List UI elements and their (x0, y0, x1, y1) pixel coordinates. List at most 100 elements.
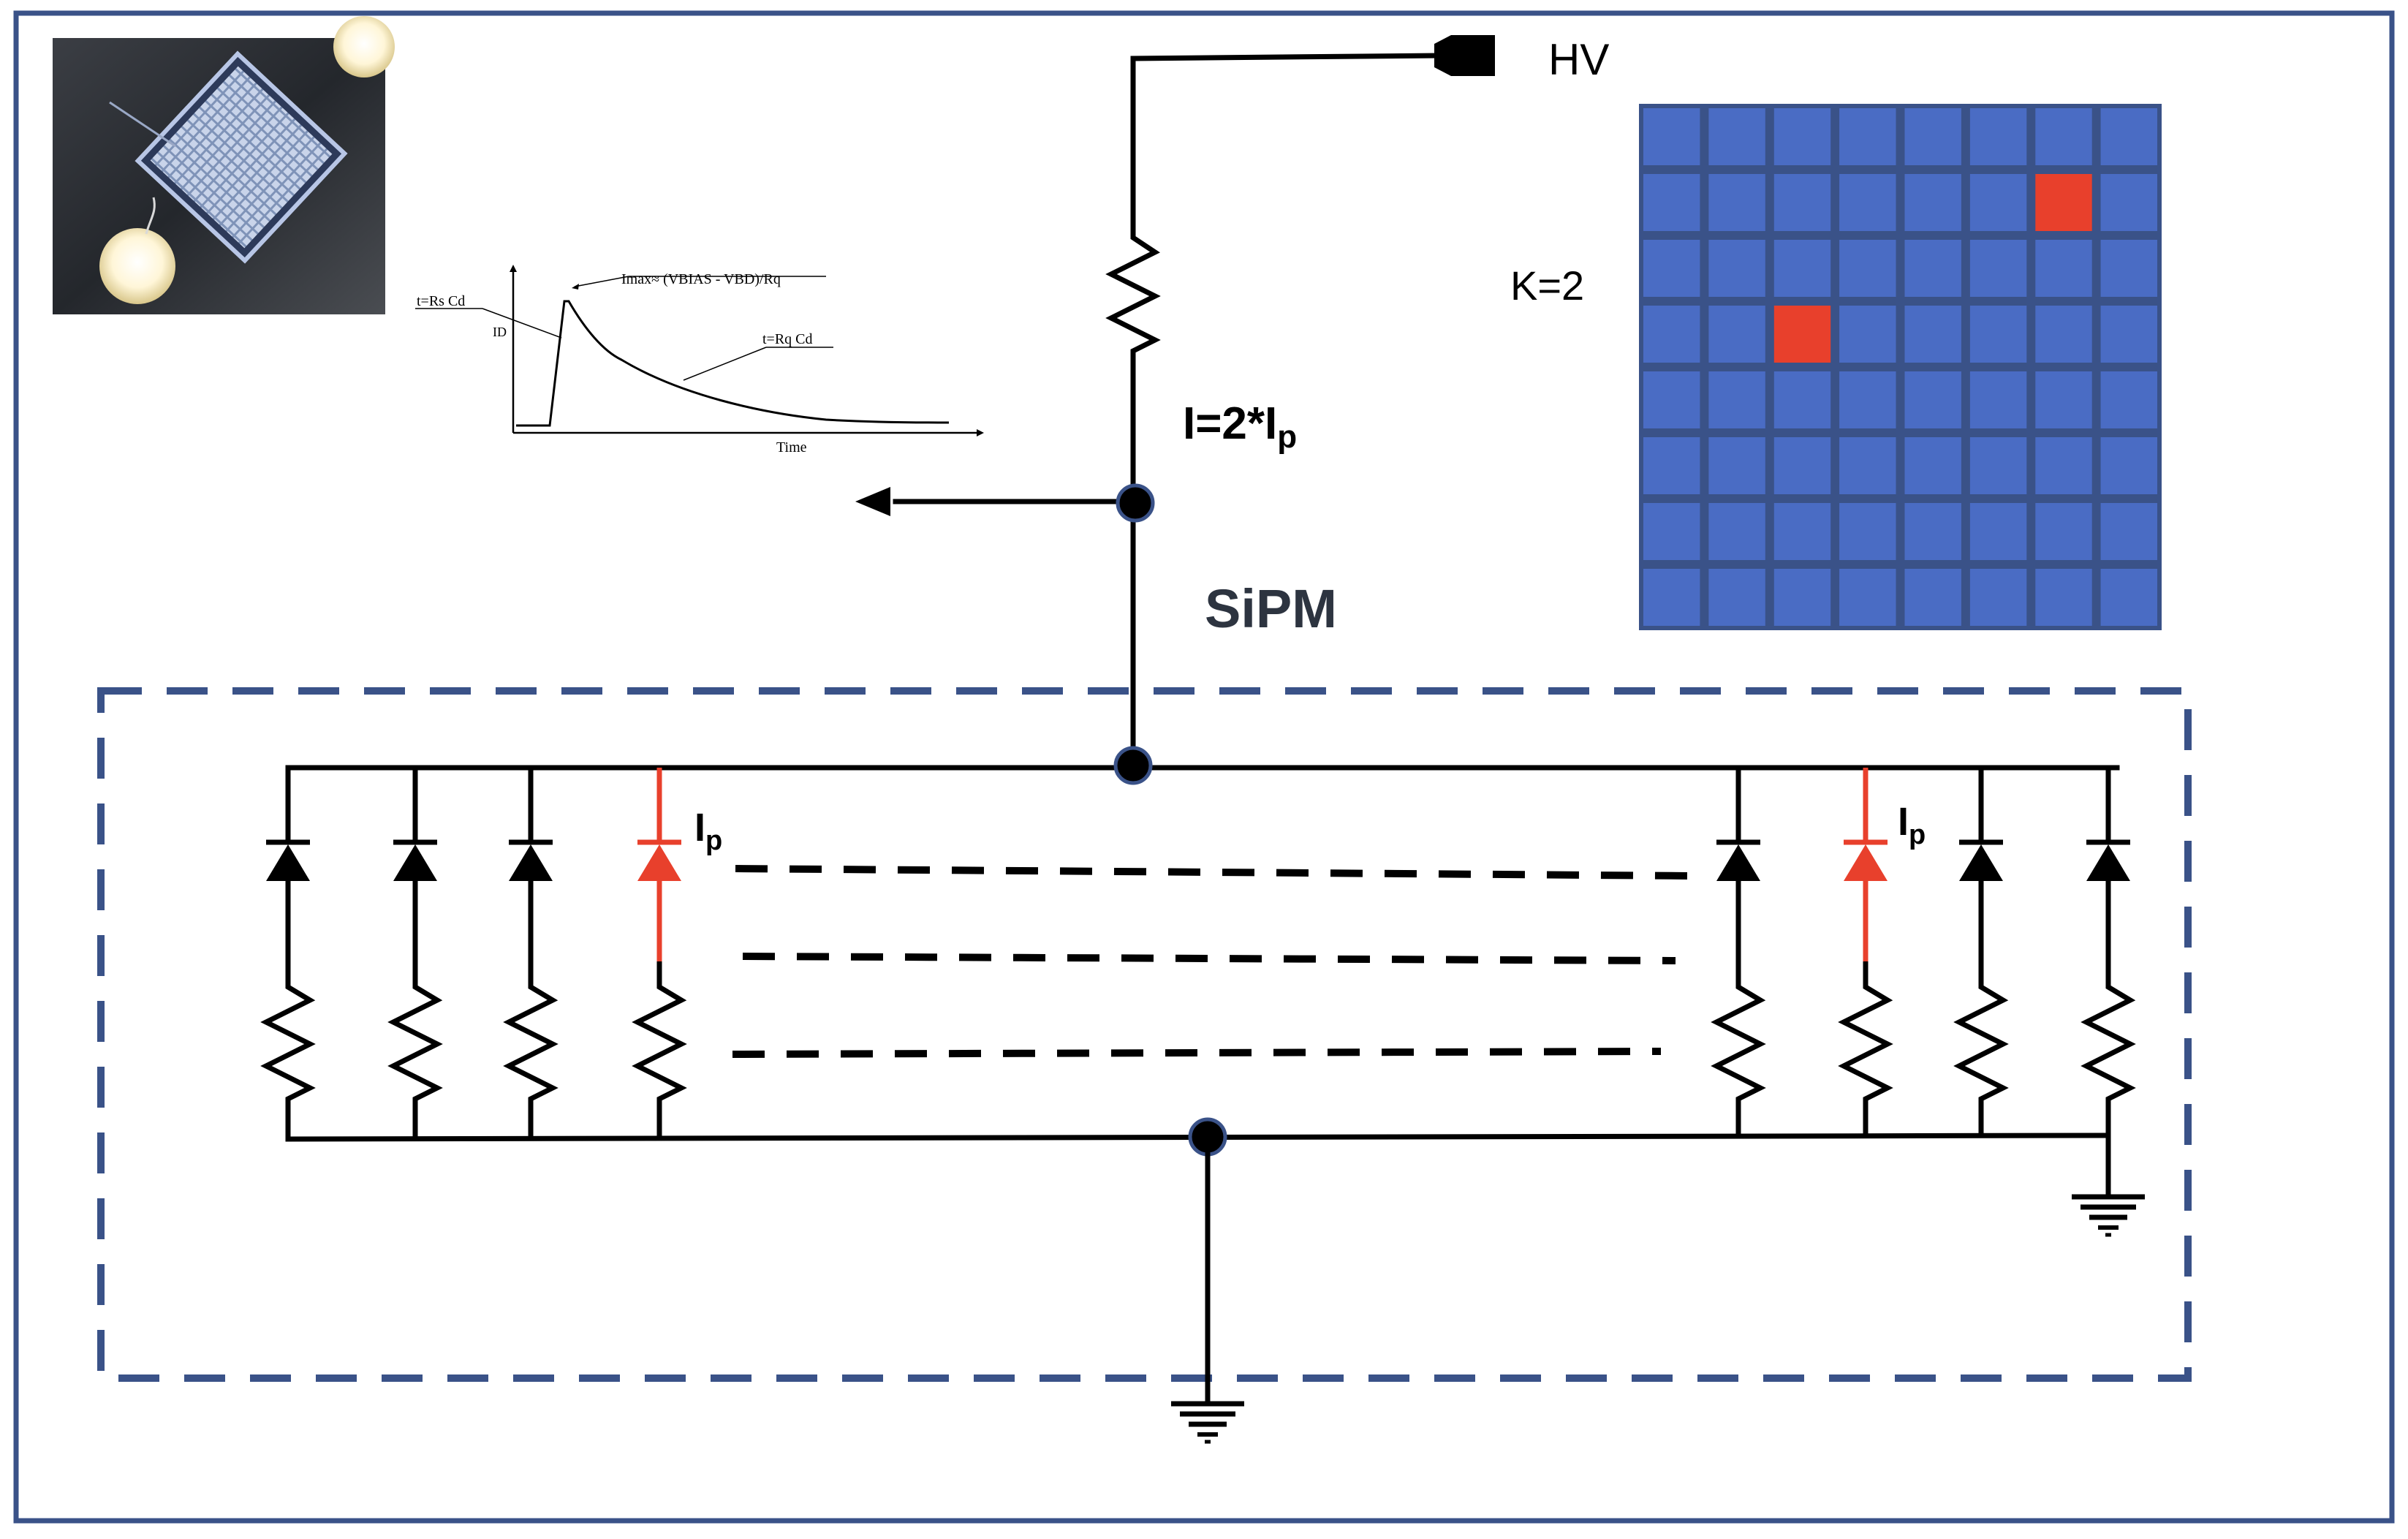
pixel-cell (1773, 371, 1831, 428)
pixel-cell (1708, 371, 1765, 428)
quench-resistor-icon (1838, 961, 1893, 1138)
pixel-cell (1773, 569, 1831, 626)
pixel-cell (1969, 174, 2027, 231)
pixel-cell (1708, 108, 1765, 165)
quench-resistor-icon (1953, 961, 2009, 1138)
pixel-cell (1904, 240, 1961, 297)
pixel-cell (1643, 306, 1700, 363)
pixel-cell (1708, 569, 1765, 626)
ellipsis-line-1 (735, 865, 1691, 880)
pixel-cell (1904, 174, 1961, 231)
pixel-cell (1773, 437, 1831, 494)
pixel-cell (1708, 174, 1765, 231)
diode-icon (1844, 844, 1888, 881)
pixel-cell (1969, 569, 2027, 626)
pixel-cell (2035, 437, 2092, 494)
imax-label: Imax≈ (VBIAS - VBD)/Rq (621, 271, 781, 287)
pixel-cell (1839, 569, 1896, 626)
total-current-label: I=2*Ip (1183, 398, 1297, 455)
quench-resistor-icon (1711, 961, 1766, 1138)
outer-frame (13, 10, 2395, 1524)
pixel-cell (1839, 108, 1896, 165)
diode-icon (393, 844, 437, 881)
diode-icon (1959, 844, 2003, 881)
ip-left-label: Ip (694, 806, 722, 856)
pixel-cell (1708, 306, 1765, 363)
diode-icon (2086, 844, 2130, 881)
fall-time-label: t=Rq Cd (762, 331, 813, 347)
pixel-cell (1839, 306, 1896, 363)
pixel-cell (1969, 108, 2027, 165)
pixel-cell (1904, 371, 1961, 428)
y-axis-label: ID (493, 325, 507, 339)
pixel-cell (1839, 503, 1896, 560)
pixel-cell (1839, 240, 1896, 297)
pixel-cell (1708, 240, 1765, 297)
pixel-cell (1708, 503, 1765, 560)
pixel-cell (2035, 503, 2092, 560)
diode-icon (266, 844, 310, 881)
pixel-cell (1904, 569, 1961, 626)
sipm-boundary (97, 687, 2192, 1382)
pixel-cell (1904, 108, 1961, 165)
pixel-cell (1839, 371, 1896, 428)
pixel-cell (1643, 503, 1700, 560)
pixel-cell (2100, 569, 2157, 626)
pixel-cell (1773, 240, 1831, 297)
pixel-cell (2100, 108, 2157, 165)
pixel-cell (1969, 240, 2027, 297)
diode-icon (509, 844, 553, 881)
pixel-cell (1773, 174, 1831, 231)
k-label: K=2 (1510, 262, 1584, 309)
pixel-cell (2100, 437, 2157, 494)
quench-resistor-icon (503, 961, 559, 1138)
x-axis-label: Time (776, 439, 807, 455)
pixel-cell (2100, 174, 2157, 231)
microcell-fired (1838, 768, 1893, 1138)
bottom-node (1188, 1117, 1227, 1157)
ground-right (2072, 1132, 2145, 1237)
microcell-fired (632, 768, 687, 1138)
microcell (387, 768, 443, 1138)
pixel-cell (1643, 371, 1700, 428)
pixel-cell (1773, 108, 1831, 165)
pixel-cell (2100, 306, 2157, 363)
quench-resistor-icon (260, 961, 316, 1138)
pixel-cell (2035, 306, 2092, 363)
ellipsis-line-3 (732, 1048, 1662, 1058)
pixel-cell (1708, 437, 1765, 494)
hv-label: HV (1548, 35, 1609, 84)
pixel-cell (2100, 371, 2157, 428)
pixel-cell (2035, 108, 2092, 165)
pixel-grid (1639, 104, 2162, 630)
pixel-cell (1969, 371, 2027, 428)
pixel-cell (1904, 437, 1961, 494)
pixel-cell (1643, 437, 1700, 494)
microcell-array: Ip Ip (260, 746, 2136, 1157)
pulse-inset: Imax≈ (VBIAS - VBD)/Rq t=Rs Cd t=Rq Cd I… (415, 265, 984, 455)
pixel-cell (1839, 174, 1896, 231)
pixel-cell (1643, 240, 1700, 297)
pixel-cell (1969, 503, 2027, 560)
pixel-cell-fired (2035, 174, 2092, 231)
pixel-cell (1643, 108, 1700, 165)
hv-terminal (1434, 35, 1495, 76)
quench-resistor-icon (632, 961, 687, 1138)
readout-node (1116, 483, 1155, 523)
sipm-label: SiPM (1205, 578, 1337, 639)
bias-resistor (1105, 194, 1161, 387)
microcell (2081, 768, 2136, 1138)
pixel-cell (2035, 569, 2092, 626)
ground-main (1171, 1151, 1244, 1444)
ip-right-label: Ip (1898, 800, 1926, 850)
pixel-cell (1643, 174, 1700, 231)
ellipsis-line-2 (742, 953, 1676, 964)
top-node (1113, 746, 1153, 785)
microcell (260, 768, 316, 1138)
quench-resistor-icon (2081, 961, 2136, 1138)
quench-resistor-icon (387, 961, 443, 1138)
hv-branch: HV I=2*Ip SiPM (855, 35, 1609, 767)
pixel-cell-fired (1773, 306, 1831, 363)
rise-time-label: t=Rs Cd (417, 293, 465, 309)
